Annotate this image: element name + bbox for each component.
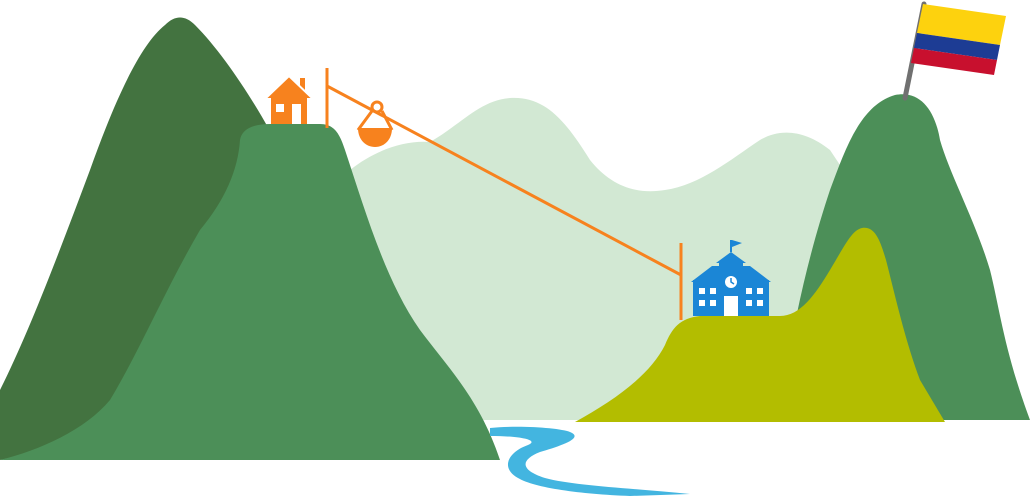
river <box>490 426 690 496</box>
colombia-flag-icon <box>902 1 1006 101</box>
school-icon <box>691 240 771 316</box>
left-dark-mountain <box>0 17 280 460</box>
cable-seat-icon <box>356 100 394 147</box>
house-icon <box>265 74 313 124</box>
left-mountain <box>0 124 500 460</box>
right-hill <box>575 227 945 422</box>
